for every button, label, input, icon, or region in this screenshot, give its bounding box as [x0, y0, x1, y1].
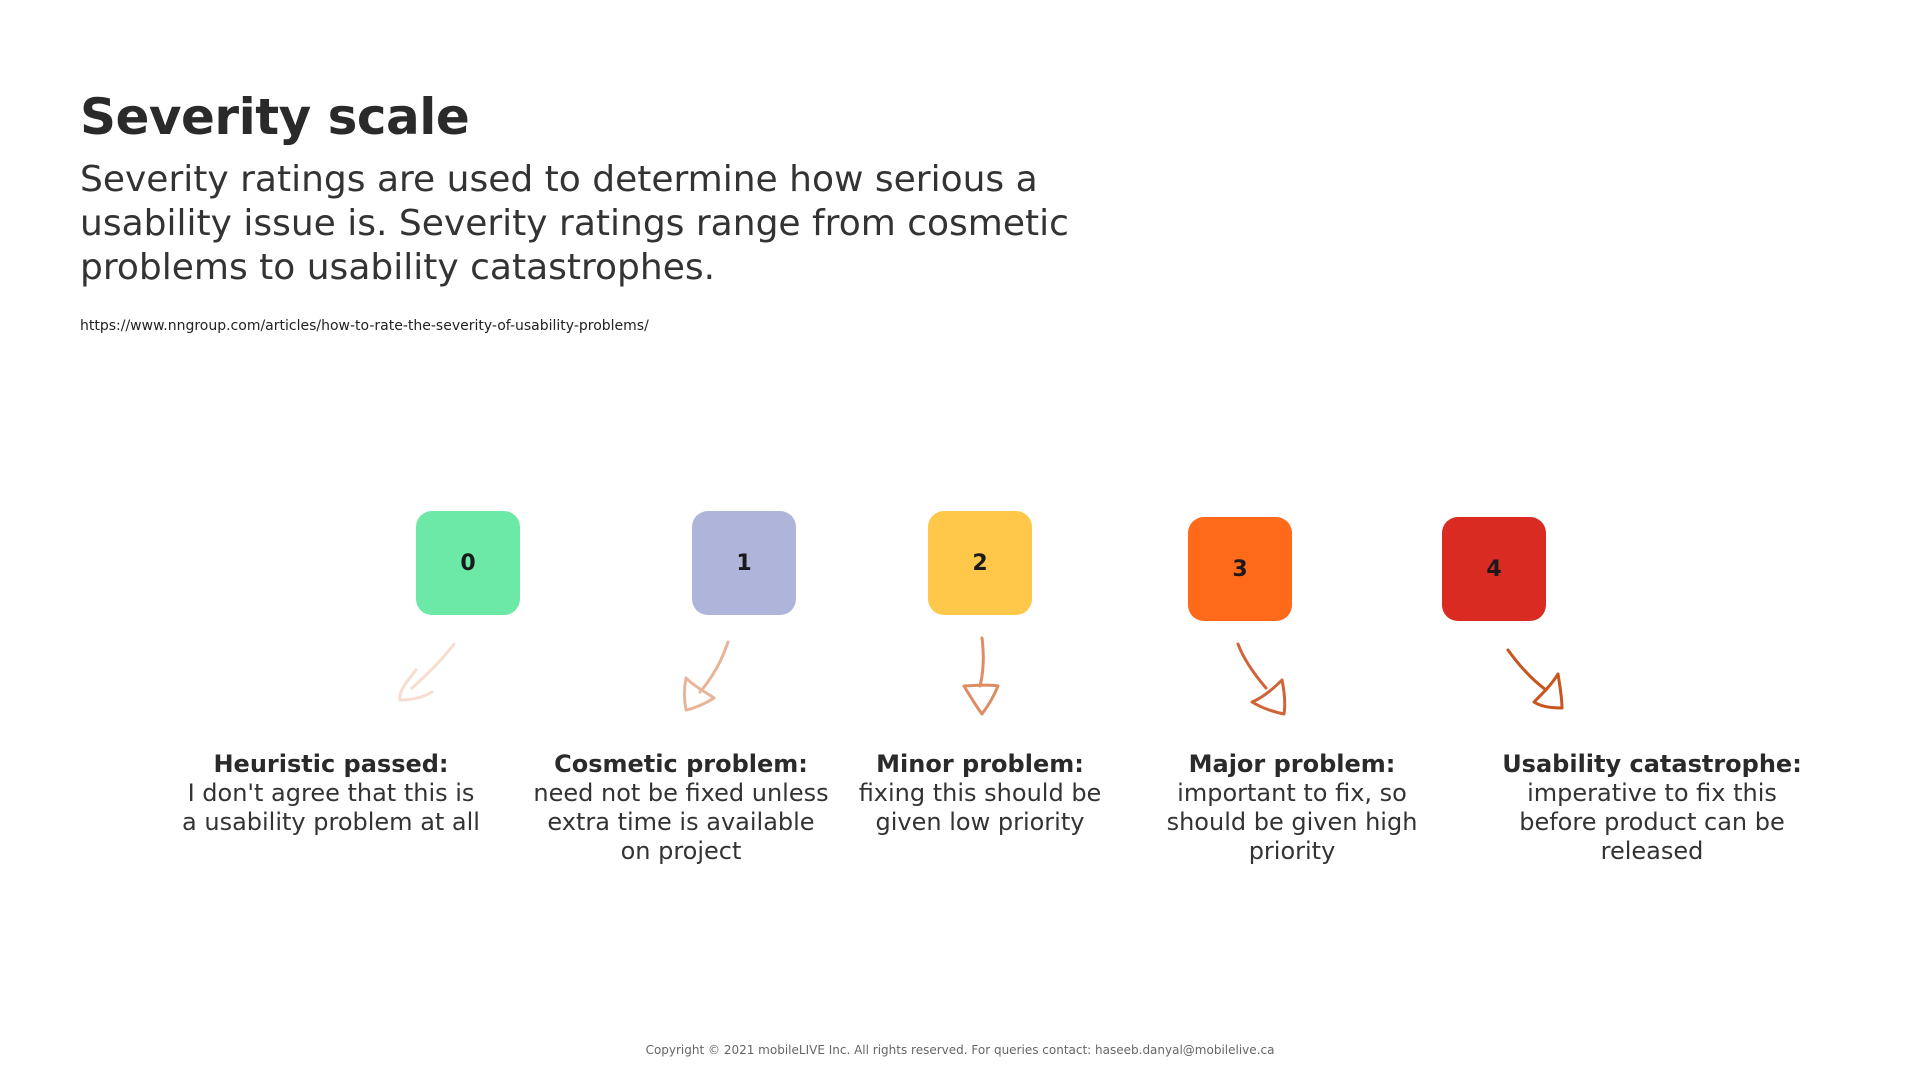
intro-text: Severity ratings are used to determine h… — [80, 159, 1069, 288]
severity-0-description: Heuristic passed: I don't agree that thi… — [181, 750, 481, 837]
severity-2-text: fixing this should be given low priority — [858, 779, 1102, 836]
copyright-footer: Copyright © 2021 mobileLIVE Inc. All rig… — [645, 1043, 1275, 1057]
severity-2-number: 2 — [972, 550, 988, 576]
arrow-down-left-icon — [398, 642, 456, 702]
page-title: Severity scale — [80, 88, 470, 146]
severity-4-number: 4 — [1486, 556, 1502, 582]
severity-0-title: Heuristic passed: — [213, 750, 449, 778]
severity-4-text: imperative to fix this before product ca… — [1519, 779, 1785, 865]
arrow-down-right-icon — [1236, 642, 1287, 716]
severity-3-description: Major problem: important to fix, so shou… — [1142, 750, 1442, 866]
severity-3-box: 3 — [1188, 517, 1292, 621]
arrow-down-right-icon — [1506, 648, 1564, 710]
severity-1-text: need not be fixed unless extra time is a… — [533, 779, 829, 865]
severity-0-box: 0 — [416, 511, 520, 615]
severity-4-box: 4 — [1442, 517, 1546, 621]
severity-4-title: Usability catastrophe: — [1502, 750, 1802, 778]
severity-0-number: 0 — [460, 550, 476, 576]
source-link[interactable]: https://www.nngroup.com/articles/how-to-… — [80, 318, 649, 334]
severity-4-description: Usability catastrophe: imperative to fix… — [1502, 750, 1802, 866]
severity-3-text: important to fix, so should be given hig… — [1166, 779, 1418, 865]
arrow-down-left-icon — [683, 640, 730, 712]
severity-2-box: 2 — [928, 511, 1032, 615]
severity-0-text: I don't agree that this is a usability p… — [182, 779, 480, 836]
severity-2-description: Minor problem: fixing this should be giv… — [830, 750, 1130, 837]
severity-1-number: 1 — [736, 550, 752, 576]
severity-3-title: Major problem: — [1188, 750, 1396, 778]
arrow-down-icon — [962, 636, 1000, 716]
severity-1-title: Cosmetic problem: — [554, 750, 808, 778]
severity-1-box: 1 — [692, 511, 796, 615]
severity-3-number: 3 — [1232, 556, 1248, 582]
severity-1-description: Cosmetic problem: need not be fixed unle… — [531, 750, 831, 866]
severity-2-title: Minor problem: — [876, 750, 1084, 778]
